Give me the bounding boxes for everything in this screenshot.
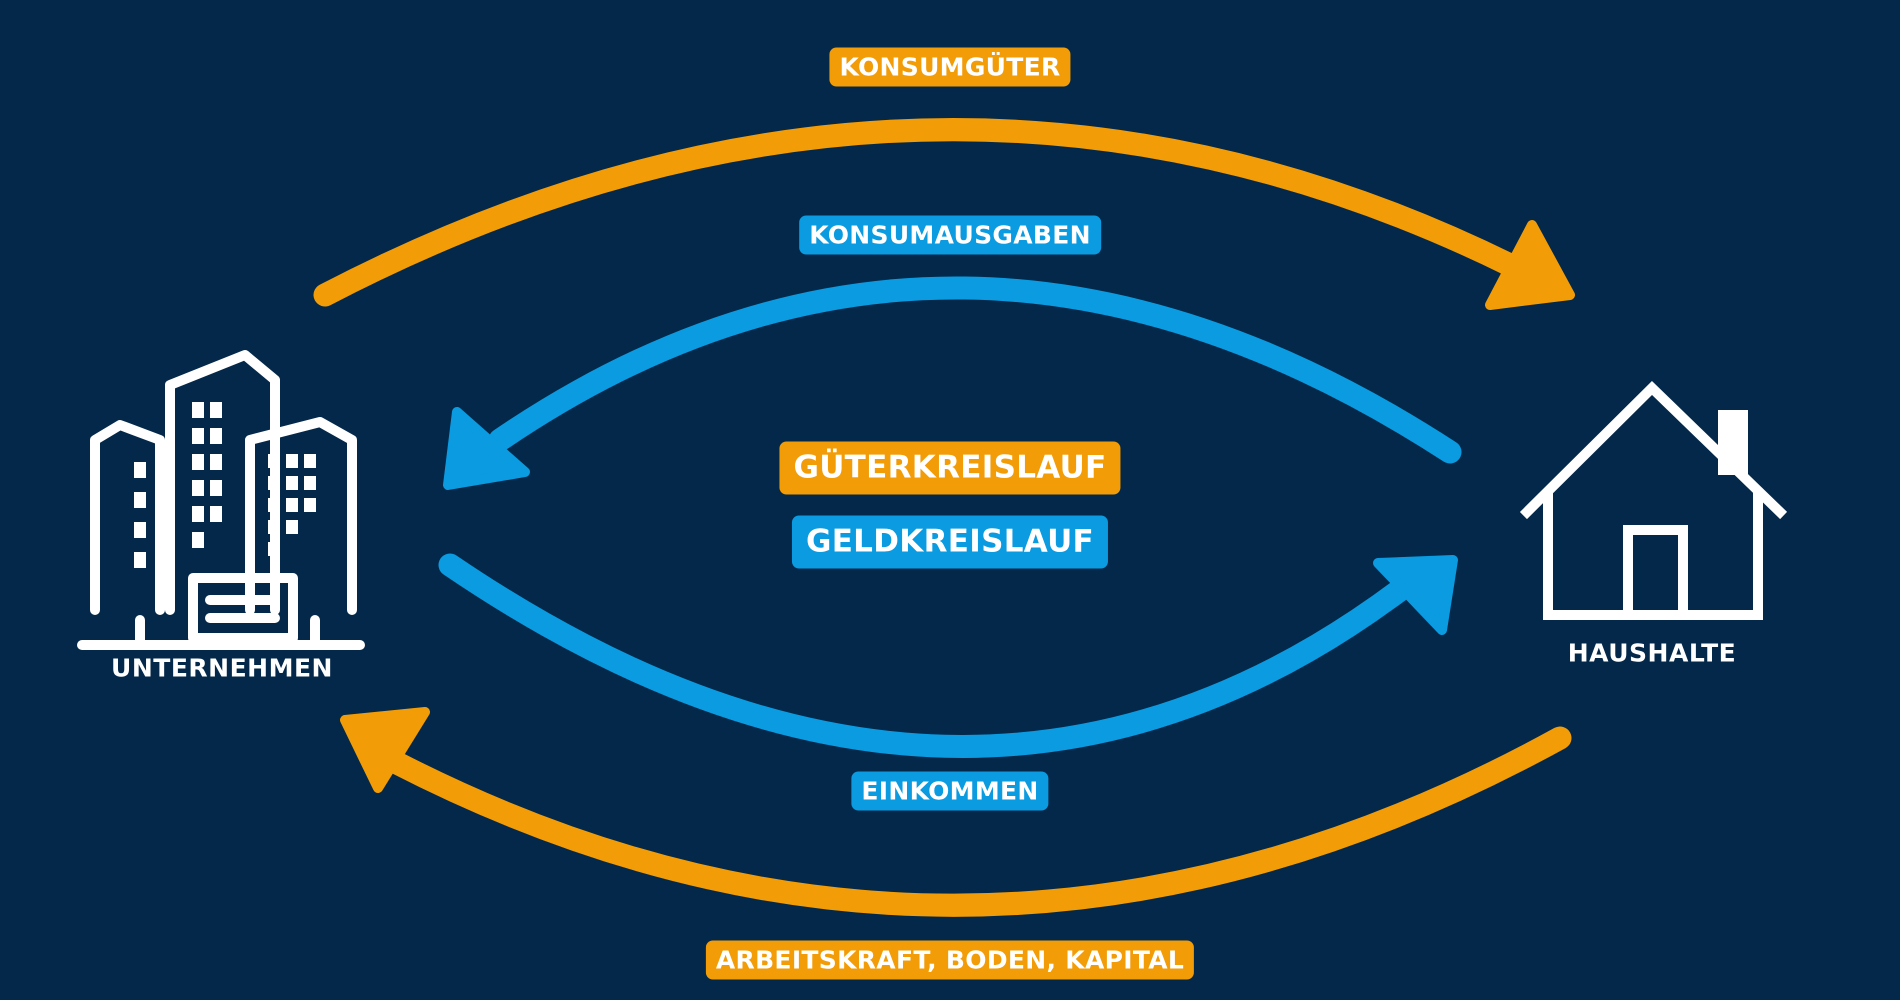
firms-label: UNTERNEHMEN xyxy=(111,653,333,683)
income-arrow xyxy=(438,553,1412,758)
consumer-goods-arrow xyxy=(313,118,1522,307)
income-label: EINKOMMEN xyxy=(851,771,1049,811)
consumer-spending-label: KONSUMAUSGABEN xyxy=(799,215,1101,255)
factors-label: ARBEITSKRAFT, BODEN, KAPITAL xyxy=(705,940,1195,980)
factors-arrow xyxy=(383,726,1572,917)
money-cycle-legend: GELDKREISLAUF xyxy=(791,515,1109,569)
income-arrowhead xyxy=(1373,555,1458,635)
goods-cycle-legend: GÜTERKREISLAUF xyxy=(779,441,1121,495)
office-windows xyxy=(134,402,316,568)
house-chimney xyxy=(1718,410,1748,475)
consumer-spending-arrowhead xyxy=(443,407,530,490)
office-buildings-icon xyxy=(77,350,365,650)
consumer-spending-arrow xyxy=(488,276,1462,464)
consumer-goods-label: KONSUMGÜTER xyxy=(829,47,1071,87)
households-label: HAUSHALTE xyxy=(1567,638,1737,668)
factors-arrowhead xyxy=(340,707,430,793)
consumer-goods-arrowhead xyxy=(1485,220,1575,310)
